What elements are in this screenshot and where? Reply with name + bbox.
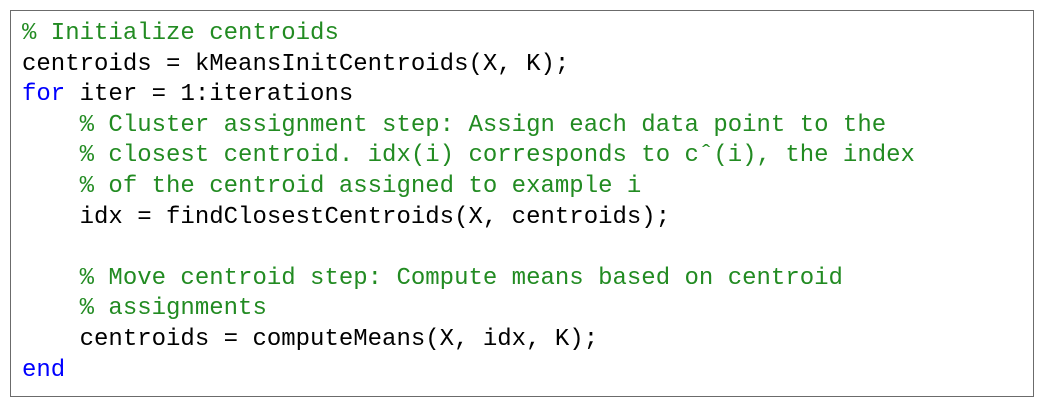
code-statement: centroids = computeMeans(X, idx, K);: [22, 325, 599, 353]
code-line-5: % closest centroid. idx(i) corresponds t…: [22, 141, 1033, 172]
code-indent: [22, 265, 80, 292]
code-comment: % Move centroid step: Compute means base…: [79, 264, 843, 292]
code-line-1: % Initialize centroids: [22, 19, 1033, 50]
code-statement: idx = findClosestCentroids(X, centroids)…: [22, 203, 671, 231]
code-line-8: [22, 233, 1033, 264]
code-keyword: for: [22, 81, 66, 109]
code-line-4: % Cluster assignment step: Assign each d…: [22, 111, 1033, 142]
code-indent: [22, 142, 80, 169]
code-comment: % Cluster assignment step: Assign each d…: [79, 111, 887, 139]
code-line-9: % Move centroid step: Compute means base…: [22, 264, 1033, 295]
code-comment: % of the centroid assigned to example i: [79, 172, 642, 200]
code-statement: centroids = kMeansInitCentroids(X, K);: [22, 50, 570, 78]
code-line-10: % assignments: [22, 294, 1033, 325]
code-keyword: end: [22, 356, 66, 384]
code-comment: % assignments: [79, 295, 267, 323]
code-line-2: centroids = kMeansInitCentroids(X, K);: [22, 50, 1033, 81]
code-statement: iter = 1:iterations: [65, 81, 354, 109]
code-comment: % closest centroid. idx(i) corresponds t…: [79, 142, 915, 170]
code-line-3: for iter = 1:iterations: [22, 80, 1033, 111]
code-indent: [22, 112, 80, 139]
code-line-7: idx = findClosestCentroids(X, centroids)…: [22, 203, 1033, 234]
code-line-11: centroids = computeMeans(X, idx, K);: [22, 325, 1033, 356]
code-listing: % Initialize centroids centroids = kMean…: [10, 10, 1034, 397]
code-indent: [22, 173, 80, 200]
code-indent: [22, 295, 80, 322]
code-comment: % Initialize centroids: [22, 20, 339, 47]
code-line-12: end: [22, 356, 1033, 387]
code-line-6: % of the centroid assigned to example i: [22, 172, 1033, 203]
